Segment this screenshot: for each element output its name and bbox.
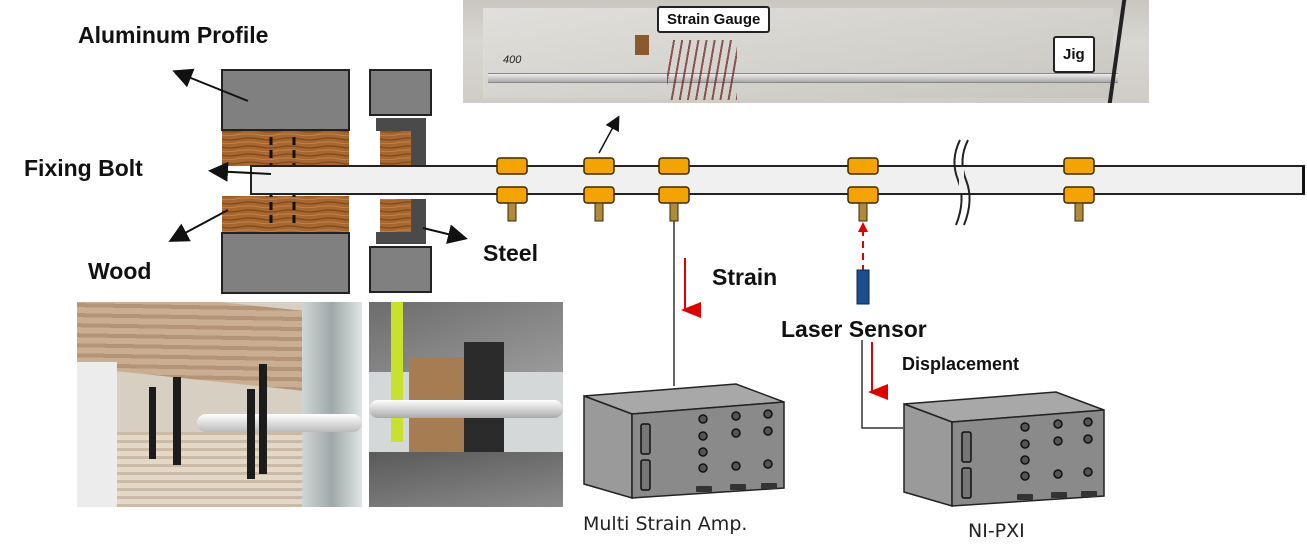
wood-label: Wood xyxy=(88,258,152,284)
laser-sensor-label: Laser Sensor xyxy=(781,316,927,342)
gauge-stem xyxy=(1074,202,1084,222)
arrow-strain-gauge-photo xyxy=(598,115,620,154)
steel-label: Steel xyxy=(483,240,538,266)
fixing-bolt-label: Fixing Bolt xyxy=(24,155,143,181)
frame-bottom xyxy=(369,452,563,507)
ni-pxi-label: NI-PXI xyxy=(968,520,1025,542)
strain-gauge-top xyxy=(496,157,528,175)
strain-gauge-text: Strain Gauge xyxy=(667,11,761,28)
wood-clamp-photo xyxy=(77,302,362,507)
displacement-cable xyxy=(861,340,903,429)
bolt-3 xyxy=(259,364,267,474)
gauge-stem xyxy=(858,202,868,222)
strain-gauge-top xyxy=(583,157,615,175)
wood-block-top xyxy=(222,131,349,166)
jig-label: Jig xyxy=(1053,36,1095,73)
steel-bracket-top xyxy=(376,118,426,166)
laser-beam-head xyxy=(858,222,868,232)
jig-text: Jig xyxy=(1063,46,1085,63)
arrow-wood xyxy=(168,209,229,242)
multi-strain-amp-device xyxy=(583,383,785,499)
beam-end xyxy=(1302,166,1305,194)
strain-gauge-photo: 400 Strain Gauge Jig xyxy=(463,0,1149,103)
aluminum-small-bottom xyxy=(369,246,432,293)
frame-right xyxy=(302,302,362,507)
steel-clamp-photo xyxy=(369,302,563,507)
strain-gauge-top xyxy=(658,157,690,175)
bolt-2 xyxy=(173,377,181,465)
aluminum-profile-top xyxy=(221,69,350,131)
gauge-group-1 xyxy=(496,157,528,222)
arrow-steel xyxy=(422,224,468,244)
gauge-group-3 xyxy=(658,157,690,222)
beam-photo xyxy=(197,414,362,432)
wood-small-top xyxy=(380,131,411,166)
aluminum-profile-bottom xyxy=(221,232,350,294)
strain-label: Strain xyxy=(712,264,778,290)
photo-surface xyxy=(483,8,1113,98)
beam-photo-2 xyxy=(369,400,563,418)
displacement-label: Displacement xyxy=(902,354,1020,374)
strain-gauge-top xyxy=(847,157,879,175)
arrow-fixing-bolt xyxy=(208,161,272,182)
wood-small-bottom xyxy=(380,199,411,232)
aluminum-profile-label: Aluminum Profile xyxy=(78,22,269,48)
gauge-stem xyxy=(507,202,517,222)
beam-break-gap xyxy=(959,167,964,193)
strain-gauge-bottom xyxy=(583,186,615,204)
gauge-group-2 xyxy=(583,157,615,222)
strain-gauge-bottom xyxy=(658,186,690,204)
arrow-aluminum-profile xyxy=(172,68,249,102)
gauge-patch xyxy=(635,35,649,55)
strain-gauge-label: Strain Gauge xyxy=(657,6,771,33)
laser-sensor-icon xyxy=(856,269,870,305)
bolt-4 xyxy=(247,389,255,479)
gauge-stem xyxy=(594,202,604,222)
gauge-stem xyxy=(669,202,679,222)
wall xyxy=(77,362,117,507)
strain-gauge-bottom xyxy=(847,186,879,204)
cantilever-beam xyxy=(250,165,1305,195)
marking-400: 400 xyxy=(503,54,522,66)
strain-gauge-bottom xyxy=(496,186,528,204)
beam-break-mark-2 xyxy=(961,139,971,226)
gauge-group-4 xyxy=(847,157,879,222)
steel-bracket-bottom xyxy=(376,199,426,244)
strain-gauge-bottom xyxy=(1063,186,1095,204)
wire-bundle xyxy=(667,40,737,100)
bolt-1 xyxy=(149,387,156,459)
wood-block-bottom xyxy=(222,196,349,232)
gauge-group-5 xyxy=(1063,157,1095,222)
beam-break-mark-1 xyxy=(953,139,963,226)
jig-rod xyxy=(488,73,1118,83)
multi-strain-amp-label: Multi Strain Amp. xyxy=(583,513,748,535)
strain-gauge-top xyxy=(1063,157,1095,175)
ni-pxi-device xyxy=(903,391,1105,507)
aluminum-small-top xyxy=(369,69,432,116)
